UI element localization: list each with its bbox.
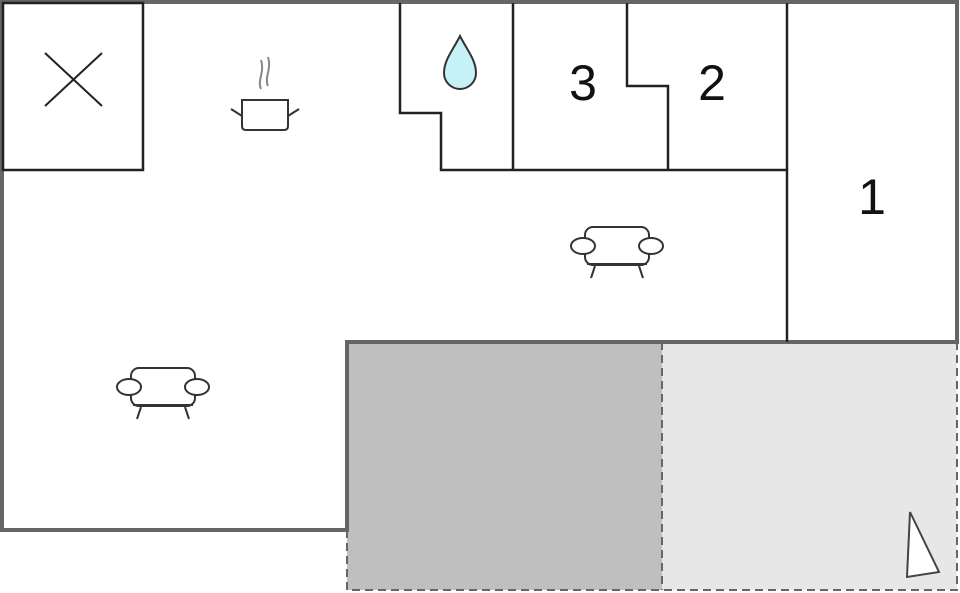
- room-3-label: 3: [569, 55, 597, 111]
- x-cross-icon: [44, 52, 103, 107]
- covered-terrace: [347, 342, 662, 590]
- armchair-icon: [116, 367, 210, 420]
- room-1-label: 1: [858, 169, 886, 225]
- room-2-label: 2: [698, 55, 726, 111]
- outer-wall: [0, 0, 959, 532]
- compass-needle-icon: [905, 511, 941, 579]
- water-drop-icon: [442, 33, 478, 90]
- interior-walls: [1, 1, 789, 342]
- cooking-pot-icon: [230, 56, 300, 131]
- armchair-icon: [570, 226, 664, 279]
